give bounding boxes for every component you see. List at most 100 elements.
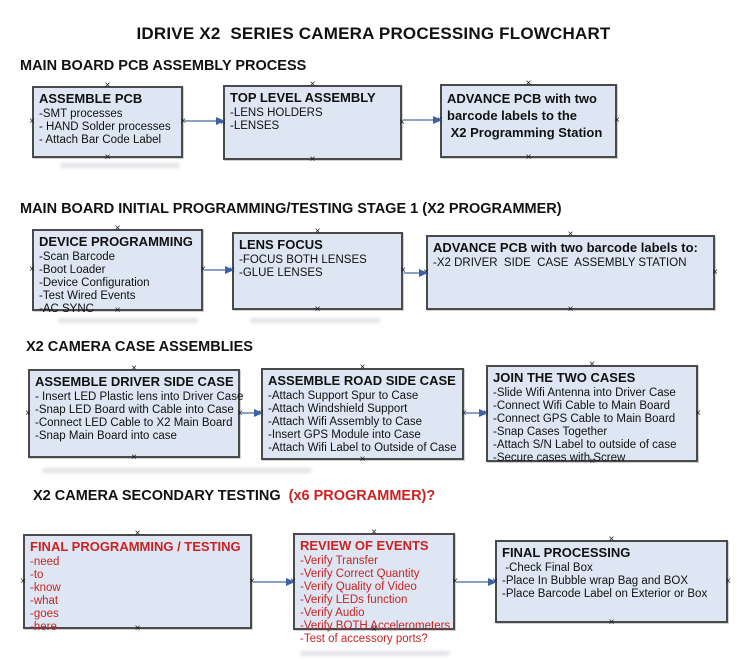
section-heading-initial-programming: MAIN BOARD INITIAL PROGRAMMING/TESTING S… [20,201,562,217]
arrowhead-icon [488,578,497,586]
connection-point-icon: × [359,454,366,465]
arrowhead-icon [216,117,225,125]
box-item: -Verify Quality of Video [300,581,417,593]
box-title: ASSEMBLE PCB [39,91,143,106]
box-item: -X2 DRIVER SIDE CASE ASSEMBLY STATION [433,257,687,269]
section-heading-black-part: X2 CAMERA SECONDARY TESTING [33,488,281,504]
connection-point-icon: × [309,154,316,165]
shadow-artifact [42,468,312,473]
connection-point-icon: × [567,229,574,240]
flow-arrow [253,578,295,586]
box-item: -Attach Support Spur to Case [268,390,419,402]
box-item: -Verify BOTH Accelerometers [300,620,451,632]
connection-point-icon: × [134,528,141,539]
box-item: -Place In Bubble wrap Bag and BOX [502,575,689,587]
flow-arrow [456,578,497,586]
box-item: -Insert GPS Module into Case [268,429,421,441]
arrowhead-icon [286,578,295,586]
connection-point-icon: × [614,115,620,126]
box-item: -Attach S/N Label to outside of case [493,439,677,451]
connection-point-icon: × [695,407,701,419]
box-item: -know [30,582,61,594]
connection-point-icon: × [725,575,731,587]
connection-point-icon: × [525,152,532,163]
flow-box-review-of-events: REVIEW OF EVENTS -Verify Transfer-Verify… [290,528,458,646]
box-item: -Scan Barcode [39,251,116,263]
box-item: -here [30,621,57,633]
box-item: -Verify Transfer [300,555,378,567]
box-item: -Verify Audio [300,607,365,619]
box-item: -Snap LED Board with Cable into Case [35,404,234,416]
connection-point-icon: × [131,452,137,463]
connection-point-icon: × [20,575,26,587]
box-item: ADVANCE PCB with two [447,91,597,106]
box-item: -FOCUS BOTH LENSES [239,254,367,266]
connection-point-icon: × [461,408,467,419]
section-heading-secondary-testing: X2 CAMERA SECONDARY TESTING (x6 PROGRAMME… [33,488,435,504]
flow-arrow [241,409,263,417]
box-item: -Verify Correct Quantity [300,568,420,580]
connection-point-icon: × [400,265,406,276]
flow-box-final-programming-testing: FINAL PROGRAMMING / TESTING -need-to-kno… [20,529,255,634]
box-title: JOIN THE TWO CASES [493,370,636,385]
connection-point-icon: × [359,362,366,373]
box-item: -Boot Loader [39,264,106,276]
box-item: -Secure cases with Screw [493,452,626,464]
flow-arrow [204,266,234,274]
box-item-list: -Scan Barcode-Boot Loader-Device Configu… [39,251,196,316]
box-title: REVIEW OF EVENTS [300,538,429,553]
flow-box-lens-focus: LENS FOCUS -FOCUS BOTH LENSES-GLUE LENSE… [229,227,406,315]
flow-arrow [184,117,225,125]
box-item: -Connect LED Cable to X2 Main Board [35,417,233,429]
arrowhead-icon [419,269,428,277]
connection-point-icon: × [608,534,615,545]
box-item: -Connect GPS Cable to Main Board [493,413,676,425]
connection-point-icon: × [309,79,316,90]
connection-point-icon: × [314,226,321,237]
box-title: TOP LEVEL ASSEMBLY [230,90,376,105]
arrowhead-icon [225,266,234,274]
box-item-list: - Insert LED Plastic lens into Driver Ca… [35,391,243,443]
box-item: -GLUE LENSES [239,267,323,279]
connection-point-icon: × [114,223,121,234]
connection-point-icon: × [567,304,574,315]
connection-point-icon: × [608,617,615,628]
connection-point-icon: × [371,527,377,538]
box-title: FINAL PROCESSING [502,545,631,560]
box-item-list: -Attach Support Spur to Case-Attach Wind… [268,390,457,455]
box-item: -Attach Wifi Label to Outside of Case [268,442,457,454]
box-item: -Device Configuration [39,277,150,289]
flow-box-assemble-road-side-case: ASSEMBLE ROAD SIDE CASE -Attach Support … [258,363,467,465]
box-item-list: -X2 DRIVER SIDE CASE ASSEMBLY STATION [433,257,708,270]
flow-box-assemble-pcb: ASSEMBLE PCB -SMT processes- HAND Solder… [29,81,186,163]
connection-point-icon: × [104,152,111,163]
box-item-list: -need-to-know-what-goes-here [30,556,245,634]
flow-arrow [403,116,442,124]
arrowhead-icon [433,116,442,124]
box-title: ASSEMBLE ROAD SIDE CASE [268,373,456,388]
box-item-list: -FOCUS BOTH LENSES-GLUE LENSES [239,254,396,280]
box-item: -Slide Wifi Antenna into Driver Case [493,387,676,399]
box-item-list: -LENS HOLDERS-LENSES [230,107,395,133]
box-item: -Attach Wifi Assembly to Case [268,416,423,428]
box-item: X2 Programming Station [447,125,603,140]
flow-arrow [465,409,488,417]
box-item: -LENSES [230,120,280,132]
connection-point-icon: × [29,264,35,275]
box-item: -Verify LEDs function [300,594,408,606]
page-title: IDRIVE X2 SERIES CAMERA PROCESSING FLOWC… [136,24,611,43]
box-item: - HAND Solder processes [39,121,171,133]
flow-box-join-the-two-cases: JOIN THE TWO CASES -Slide Wifi Antenna i… [483,360,701,467]
connection-point-icon: × [314,304,321,315]
section-heading-red-part: (x6 PROGRAMMER)? [288,488,436,504]
box-item: -Test of accessory ports? [300,633,428,645]
box-title: ASSEMBLE DRIVER SIDE CASE [35,374,234,389]
box-title: DEVICE PROGRAMMING [39,234,193,249]
box-item-list: -SMT processes- HAND Solder processes- A… [39,108,176,147]
box-title: ADVANCE PCB with two barcode labels to: [433,240,698,255]
shadow-artifact [58,318,198,323]
box-item: -Test Wired Events [39,290,136,302]
arrowhead-icon [254,409,263,417]
